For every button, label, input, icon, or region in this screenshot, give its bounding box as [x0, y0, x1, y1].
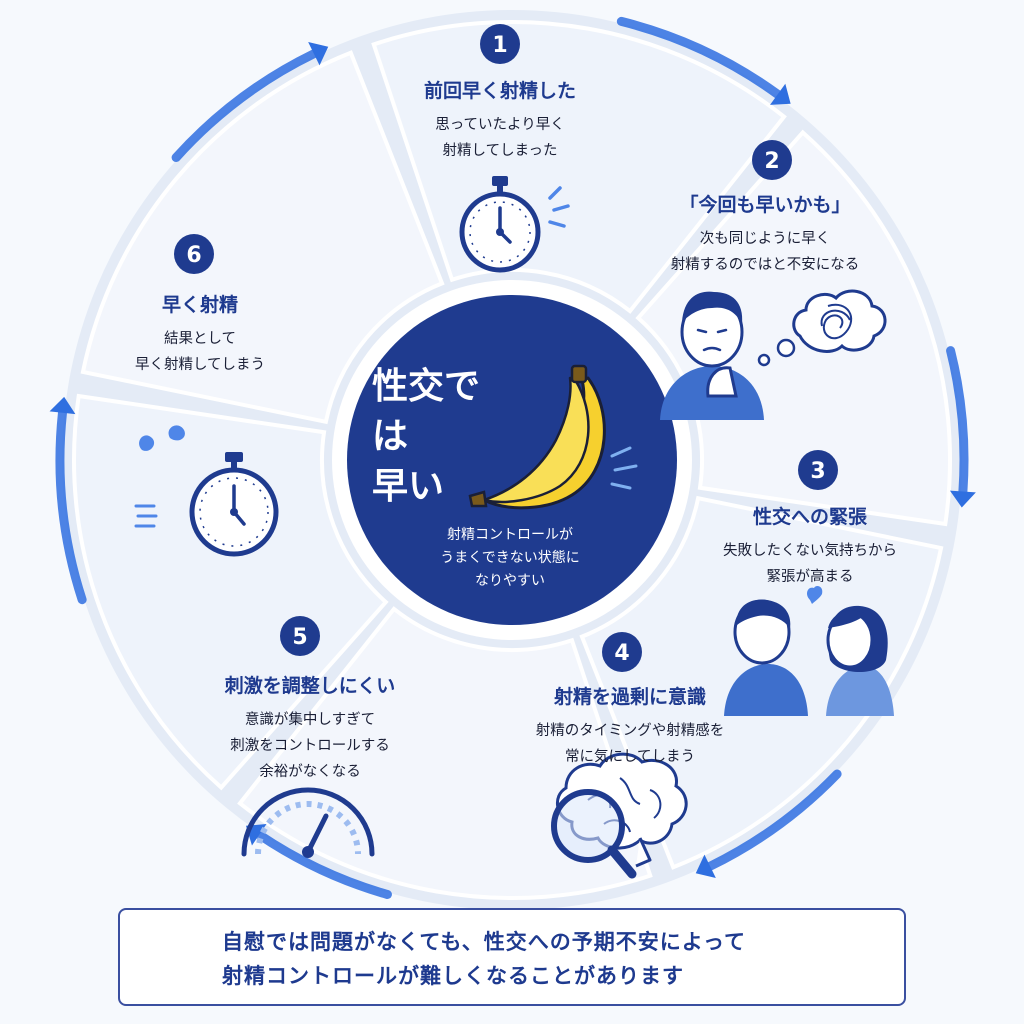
- brain-magnifier-icon: [551, 752, 688, 879]
- step-3-line-1: 失敗したくない気持ちから: [723, 543, 897, 559]
- step-3-line-2: 緊張が高まる: [766, 569, 854, 585]
- step-2-line-1: 次も同じように早く: [699, 231, 831, 247]
- worried-man-icon: [660, 289, 887, 420]
- stopwatch-icon: [459, 176, 570, 273]
- couple-icon: [724, 586, 894, 716]
- step-4-badge: 4: [602, 632, 642, 672]
- footer-line-1: 自慰では問題がなくても、性交への予期不安によって: [222, 930, 747, 954]
- step-1-text: 前回早く射精した 思っていたより早く 射精してしまった: [400, 76, 600, 164]
- cycle-arrow-head-3: [695, 854, 716, 878]
- step-1-line-2: 射精してしまった: [442, 143, 558, 159]
- footer-note-box: [118, 908, 906, 1006]
- footer-line-2: 射精コントロールが難しくなることがあります: [222, 964, 684, 988]
- cycle-arrow-head-5: [49, 396, 76, 415]
- segment-4: [237, 606, 653, 900]
- step-6-title: 早く射精: [161, 294, 238, 316]
- center-caption-line-3: なりやすい: [475, 573, 545, 589]
- step-1-number: 1: [492, 33, 507, 58]
- step-5-text: 刺激を調整しにくい 意識が集中しすぎて 刺激をコントロールする 余裕がなくなる: [185, 671, 435, 785]
- step-1-badge: 1: [480, 24, 520, 64]
- step-4-number: 4: [614, 641, 629, 666]
- cycle-arrow-5: [55, 408, 87, 605]
- segment-5: [72, 393, 389, 791]
- step-4-line-2: 常に気にしてしまう: [564, 749, 696, 765]
- step-5-number: 5: [292, 625, 307, 650]
- step-3-badge: 3: [798, 450, 838, 490]
- step-6-line-2: 早く射精してしまう: [134, 357, 266, 373]
- step-4-text: 射精を過剰に意識 射精のタイミングや射精感を 常に気にしてしまう: [490, 682, 770, 770]
- cycle-arrow-4: [254, 830, 392, 899]
- step-3-text: 性交への緊張 失敗したくない気持ちから 緊張が高まる: [685, 502, 935, 590]
- step-6-number: 6: [186, 243, 201, 268]
- center-caption: 射精コントロールが うまくできない状態に なりやすい: [395, 524, 625, 593]
- step-5-title: 刺激を調整しにくい: [224, 675, 396, 697]
- cycle-arrow-head-2: [949, 490, 976, 508]
- cycle-arrow-1: [616, 16, 783, 99]
- cycle-arrow-head-6: [308, 42, 329, 66]
- step-3-title: 性交への緊張: [752, 506, 867, 528]
- stopwatch-icon: [134, 425, 279, 557]
- cycle-arrow-head-1: [770, 83, 791, 105]
- step-4-line-1: 射精のタイミングや射精感を: [535, 723, 725, 739]
- step-4-title: 射精を過剰に意識: [553, 686, 706, 708]
- step-5-badge: 5: [280, 616, 320, 656]
- footer-note-text: 自慰では問題がなくても、性交への予期不安によって 射精コントロールが難しくなるこ…: [222, 925, 892, 993]
- step-2-text: 「今回も早いかも」 次も同じように早く 射精するのではと不安になる: [640, 190, 890, 278]
- center-caption-line-2: うまくできない状態に: [440, 550, 580, 566]
- center-disc: [347, 295, 677, 625]
- step-2-line-2: 射精するのではと不安になる: [670, 257, 860, 273]
- center-title-line-1: 性交では: [372, 366, 481, 457]
- banana-icon: [468, 364, 638, 510]
- step-2-badge: 2: [752, 140, 792, 180]
- step-6-line-1: 結果として: [163, 331, 237, 347]
- step-6-text: 早く射精 結果として 早く射精してしまう: [110, 290, 290, 378]
- step-5-line-1: 意識が集中しすぎて: [244, 712, 376, 728]
- step-1-line-1: 思っていたより早く: [435, 117, 565, 133]
- step-5-line-2: 刺激をコントロールする: [230, 738, 390, 754]
- center-title-line-2: 早い: [372, 466, 445, 507]
- gauge-icon: [241, 787, 375, 858]
- step-6-badge: 6: [174, 234, 214, 274]
- cycle-arrow-6: [171, 49, 319, 163]
- step-5-line-3: 余裕がなくなる: [259, 764, 361, 780]
- center-caption-line-1: 射精コントロールが: [447, 527, 573, 543]
- cycle-arrow-2: [946, 346, 969, 497]
- step-2-title: 「今回も早いかも」: [679, 194, 851, 216]
- cycle-arrow-3: [705, 769, 842, 871]
- step-3-number: 3: [810, 459, 825, 484]
- segment-6: [80, 50, 445, 425]
- step-1-title: 前回早く射精した: [423, 80, 576, 102]
- center-title: 性交では 早い: [372, 362, 502, 512]
- step-2-number: 2: [764, 149, 779, 174]
